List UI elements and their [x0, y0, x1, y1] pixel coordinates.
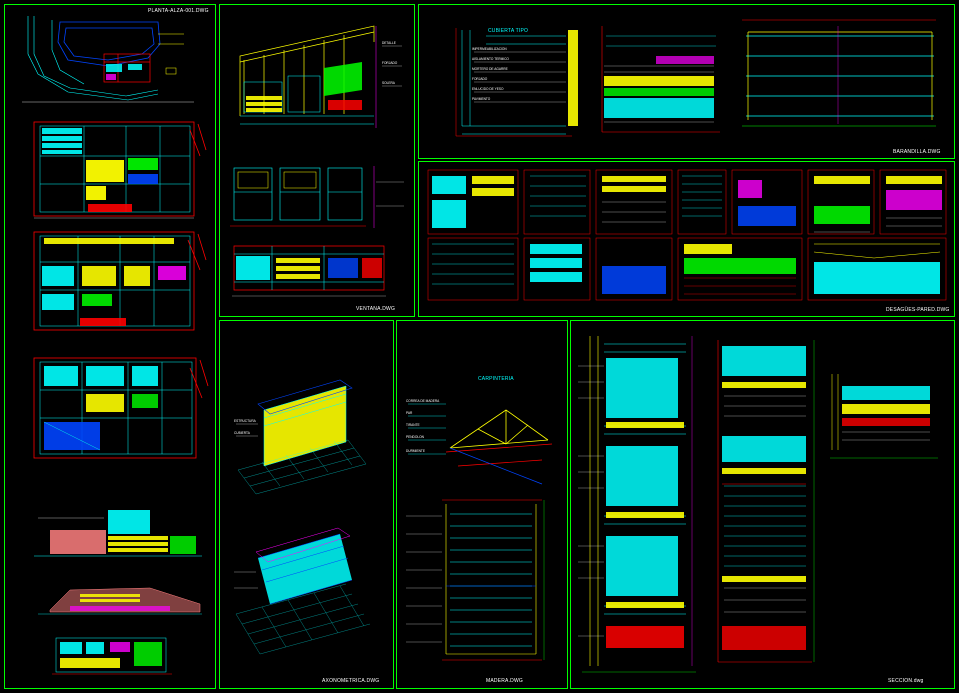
- svg-text:PENDOLON: PENDOLON: [406, 435, 425, 439]
- drawing-roof-section: DETALLE FORJADO SOLERA: [224, 16, 410, 156]
- drawing-floor-plan-second: [30, 352, 210, 464]
- svg-text:AISLAMIENTO TERMICO: AISLAMIENTO TERMICO: [472, 57, 509, 61]
- drawing-window-elevation: [224, 162, 410, 234]
- svg-text:MORTERO DE AGARRE: MORTERO DE AGARRE: [472, 67, 508, 71]
- label-madera: MADERA.DWG: [486, 678, 523, 684]
- drawing-elevation-main: [30, 502, 210, 562]
- panel-site-and-floor-plans[interactable]: [4, 4, 216, 689]
- drawing-truss-detail: CORREA DE MADERA PAR TIRANTE PENDOLON DU…: [402, 384, 564, 494]
- panel-sections-ventana[interactable]: [219, 4, 415, 317]
- drawing-wall-section-b: [706, 326, 824, 682]
- label-carpinteria-heading: CARPINTERIA: [478, 376, 514, 382]
- drawing-longitudinal-section: [224, 236, 410, 302]
- label-axonometrica: AXONOMETRICA.DWG: [322, 678, 380, 684]
- svg-text:TIRANTE: TIRANTE: [406, 423, 420, 427]
- label-planta-alza: PLANTA-ALZA-001.DWG: [148, 8, 209, 14]
- drawing-section-aa: [30, 624, 210, 684]
- svg-text:CUBIERTA: CUBIERTA: [234, 431, 251, 435]
- label-cubierta-heading: CUBIERTA TIPO: [488, 28, 529, 34]
- panel-axonometric[interactable]: [219, 320, 394, 689]
- label-desagues: DESAGÜES-PARED.DWG: [886, 307, 950, 313]
- svg-text:ESTRUCTURA: ESTRUCTURA: [234, 419, 257, 423]
- drawing-wall-section-detail: IMPERMEABILIZACION AISLAMIENTO TERMICO M…: [446, 16, 621, 146]
- drawing-detail-grid: [424, 166, 952, 306]
- drawing-elevation-side: [30, 566, 210, 618]
- label-seccion: SECCION.dwg: [888, 678, 924, 684]
- svg-text:ENLUCIDO DE YESO: ENLUCIDO DE YESO: [472, 87, 504, 91]
- panel-structural-details[interactable]: [418, 161, 955, 317]
- panel-railing-detail[interactable]: [418, 4, 955, 159]
- label-ventana: VENTANA.DWG: [356, 306, 396, 312]
- drawing-floor-plan-ground: [30, 116, 210, 221]
- svg-text:SOLERA: SOLERA: [382, 81, 396, 85]
- svg-text:CORREA DE MADERA: CORREA DE MADERA: [406, 399, 440, 403]
- svg-text:FORJADO: FORJADO: [382, 61, 398, 65]
- label-barandilla: BARANDILLA.DWG: [893, 149, 941, 155]
- drawing-floor-plan-first: [30, 228, 210, 336]
- svg-text:FORJADO: FORJADO: [472, 77, 488, 81]
- panel-carpinteria[interactable]: [396, 320, 568, 689]
- drawing-site-plan: [8, 14, 208, 109]
- drawing-wall-section-c: [826, 360, 946, 480]
- svg-text:PAVIMENTO: PAVIMENTO: [472, 97, 491, 101]
- drawing-stair-section: [402, 486, 564, 676]
- drawing-axonometric-lower: [228, 512, 388, 672]
- panel-wall-sections[interactable]: [570, 320, 955, 689]
- svg-text:DURMIENTE: DURMIENTE: [406, 449, 425, 453]
- drawing-wall-section-a: [576, 326, 706, 682]
- svg-text:DETALLE: DETALLE: [382, 41, 396, 45]
- drawing-terrace-detail: [596, 16, 726, 146]
- svg-text:IMPERMEABILIZACION: IMPERMEABILIZACION: [472, 47, 507, 51]
- drawing-axonometric-upper: ESTRUCTURA CUBIERTA: [228, 358, 388, 508]
- svg-text:PAR: PAR: [406, 411, 413, 415]
- drawing-railing-elevation: [736, 12, 948, 142]
